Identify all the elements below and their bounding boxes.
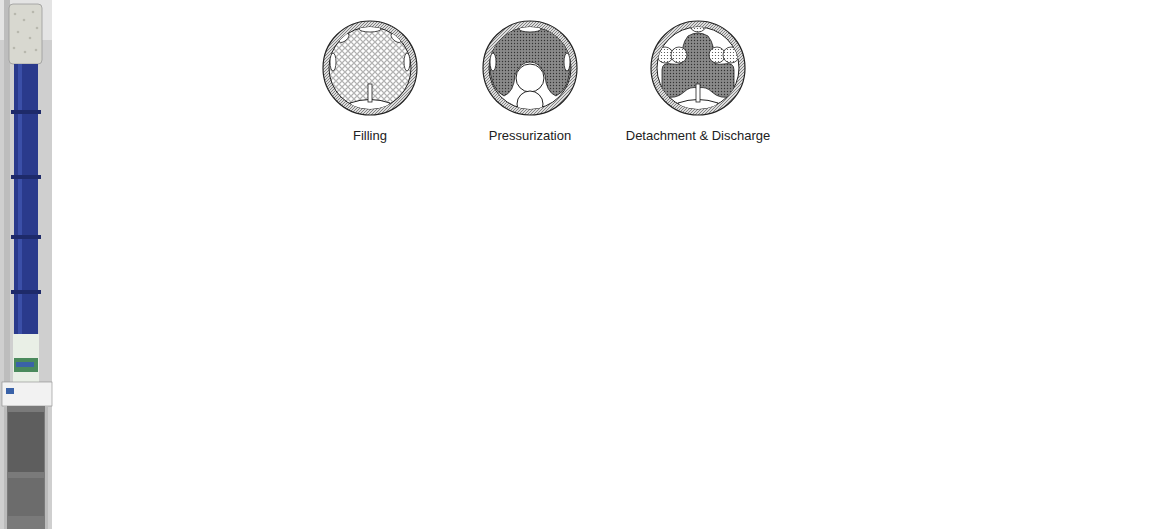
discharge-diagram (651, 14, 745, 115)
machine-photo (0, 0, 52, 529)
filling-diagram (323, 21, 417, 115)
stage-label: Filling (353, 128, 387, 144)
stage-label: Detachment & Discharge (626, 128, 771, 144)
pressurization-diagram (483, 21, 577, 117)
stage-label: Pressurization (489, 128, 571, 144)
